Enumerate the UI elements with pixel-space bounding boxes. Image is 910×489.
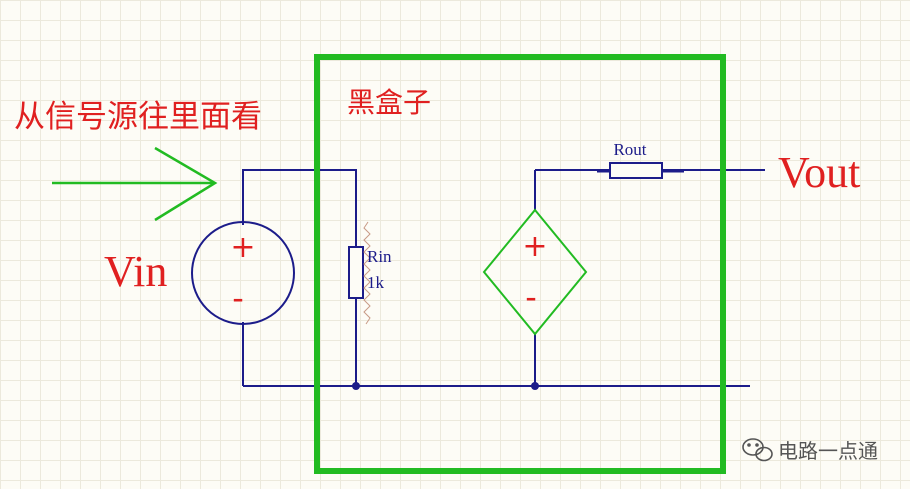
- rout-label: Rout: [613, 140, 646, 159]
- rin-value-label: 1k: [367, 273, 385, 292]
- vin-plus-sign: +: [230, 230, 255, 265]
- arrow-icon: [52, 146, 218, 222]
- black-box-label: 黑盒子: [347, 87, 431, 119]
- black-box-border: [314, 54, 726, 474]
- wechat-icon: [742, 438, 773, 462]
- dependent-source-diamond: [482, 208, 588, 336]
- rout-resistor: [609, 162, 663, 179]
- vin-minus-sign: -: [232, 279, 244, 317]
- vout-label: Vout: [778, 148, 860, 197]
- wires: [242, 169, 765, 387]
- dep-plus-sign: +: [522, 229, 547, 264]
- rin-resistor: [348, 246, 364, 299]
- top-wire-left: [242, 169, 357, 225]
- watermark-text: 电路一点通: [778, 439, 878, 463]
- vin-source-circle: [191, 221, 295, 325]
- vin-label: Vin: [104, 247, 167, 296]
- rin-name-label: Rin: [367, 247, 392, 266]
- annotation-text: 从信号源往里面看: [14, 99, 262, 134]
- junction-dot: [352, 382, 360, 390]
- rin-squiggle: [363, 221, 371, 325]
- junction-dot: [531, 382, 539, 390]
- dep-minus-sign: -: [525, 278, 537, 316]
